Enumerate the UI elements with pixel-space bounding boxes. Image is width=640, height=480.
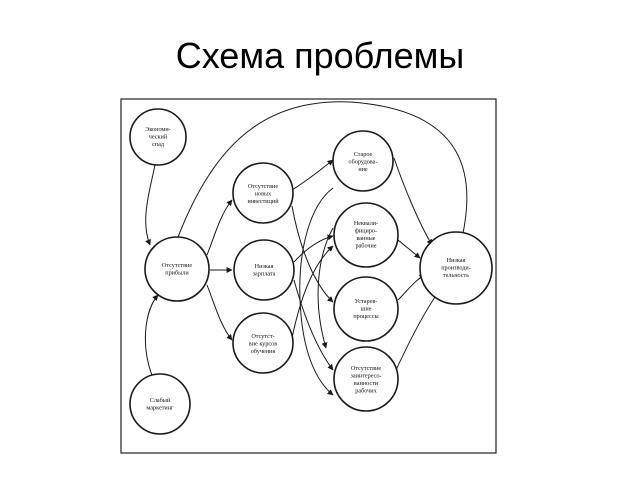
node-label-line: Отсутствие	[248, 183, 278, 190]
node-label-line: Экономи-	[145, 126, 170, 133]
arrow-investment-to-equipment	[291, 159, 334, 191]
arrow-unskilled-to-productivity	[397, 239, 421, 259]
node-label-line: ческий	[149, 134, 168, 141]
node-label-line: зарплата	[253, 271, 276, 278]
node-label-line: тельность	[443, 272, 469, 279]
node-label-line: Низкая	[447, 257, 466, 264]
node-label-line: Неквали-	[354, 220, 378, 227]
node-label-line: Отсутствие	[162, 262, 192, 269]
node-label-line: новых	[255, 191, 272, 198]
node-label-line: ванные	[356, 235, 375, 242]
node-label-line: процессы	[353, 313, 379, 320]
node-label-line: Отсутствие	[351, 365, 381, 372]
arrow-profit-to-training	[206, 284, 233, 341]
node-label-line: ванности	[354, 380, 379, 387]
node-label-line: рабочих	[355, 388, 377, 395]
node-label-line: обучения	[251, 348, 276, 355]
arrow-interest-to-productivity	[395, 289, 441, 371]
node-label-line: маркетинг	[146, 405, 174, 412]
feedback-curve-inner	[299, 187, 334, 396]
node-label-line: вие курсов	[249, 341, 277, 348]
arrow-marketing-to-profit	[144, 294, 159, 379]
feedback-curve-lower	[317, 227, 334, 349]
node-label-line: Слабый	[150, 397, 171, 404]
arrow-training-to-unskilled	[291, 245, 334, 339]
node-label-line: Старое	[354, 151, 373, 158]
node-label-line: ние	[358, 166, 368, 173]
node-label-line: спад	[152, 141, 165, 148]
arrow-salary-to-unskilled	[293, 234, 334, 263]
arrow-investment-to-processes	[291, 205, 334, 303]
node-label-line: Отсутст-	[251, 333, 274, 340]
node-label-line: прибыли	[165, 270, 189, 277]
slide-title: Схема проблемы	[175, 35, 465, 76]
node-label-line: Устарев-	[355, 298, 378, 305]
arrow-crisis-to-profit	[145, 164, 156, 246]
node-label-line: заинтересо-	[350, 373, 381, 380]
node-label-line: производи-	[441, 265, 471, 272]
node-label-line: рабочие	[355, 243, 376, 250]
node-label-line: оборудова-	[349, 159, 378, 166]
arrow-equipment-to-productivity	[393, 157, 433, 246]
arrow-salary-to-interest	[293, 279, 334, 371]
node-label-line: фициро-	[355, 228, 377, 235]
arrow-productivity-to-profit	[174, 101, 468, 246]
arrow-profit-to-investment	[206, 199, 233, 256]
node-label-line: инвестиций	[247, 198, 279, 205]
node-label-line: шие	[361, 306, 372, 313]
diagram-frame	[120, 98, 497, 454]
node-label-line: Низкая	[255, 263, 274, 270]
connector-lines	[144, 101, 468, 396]
